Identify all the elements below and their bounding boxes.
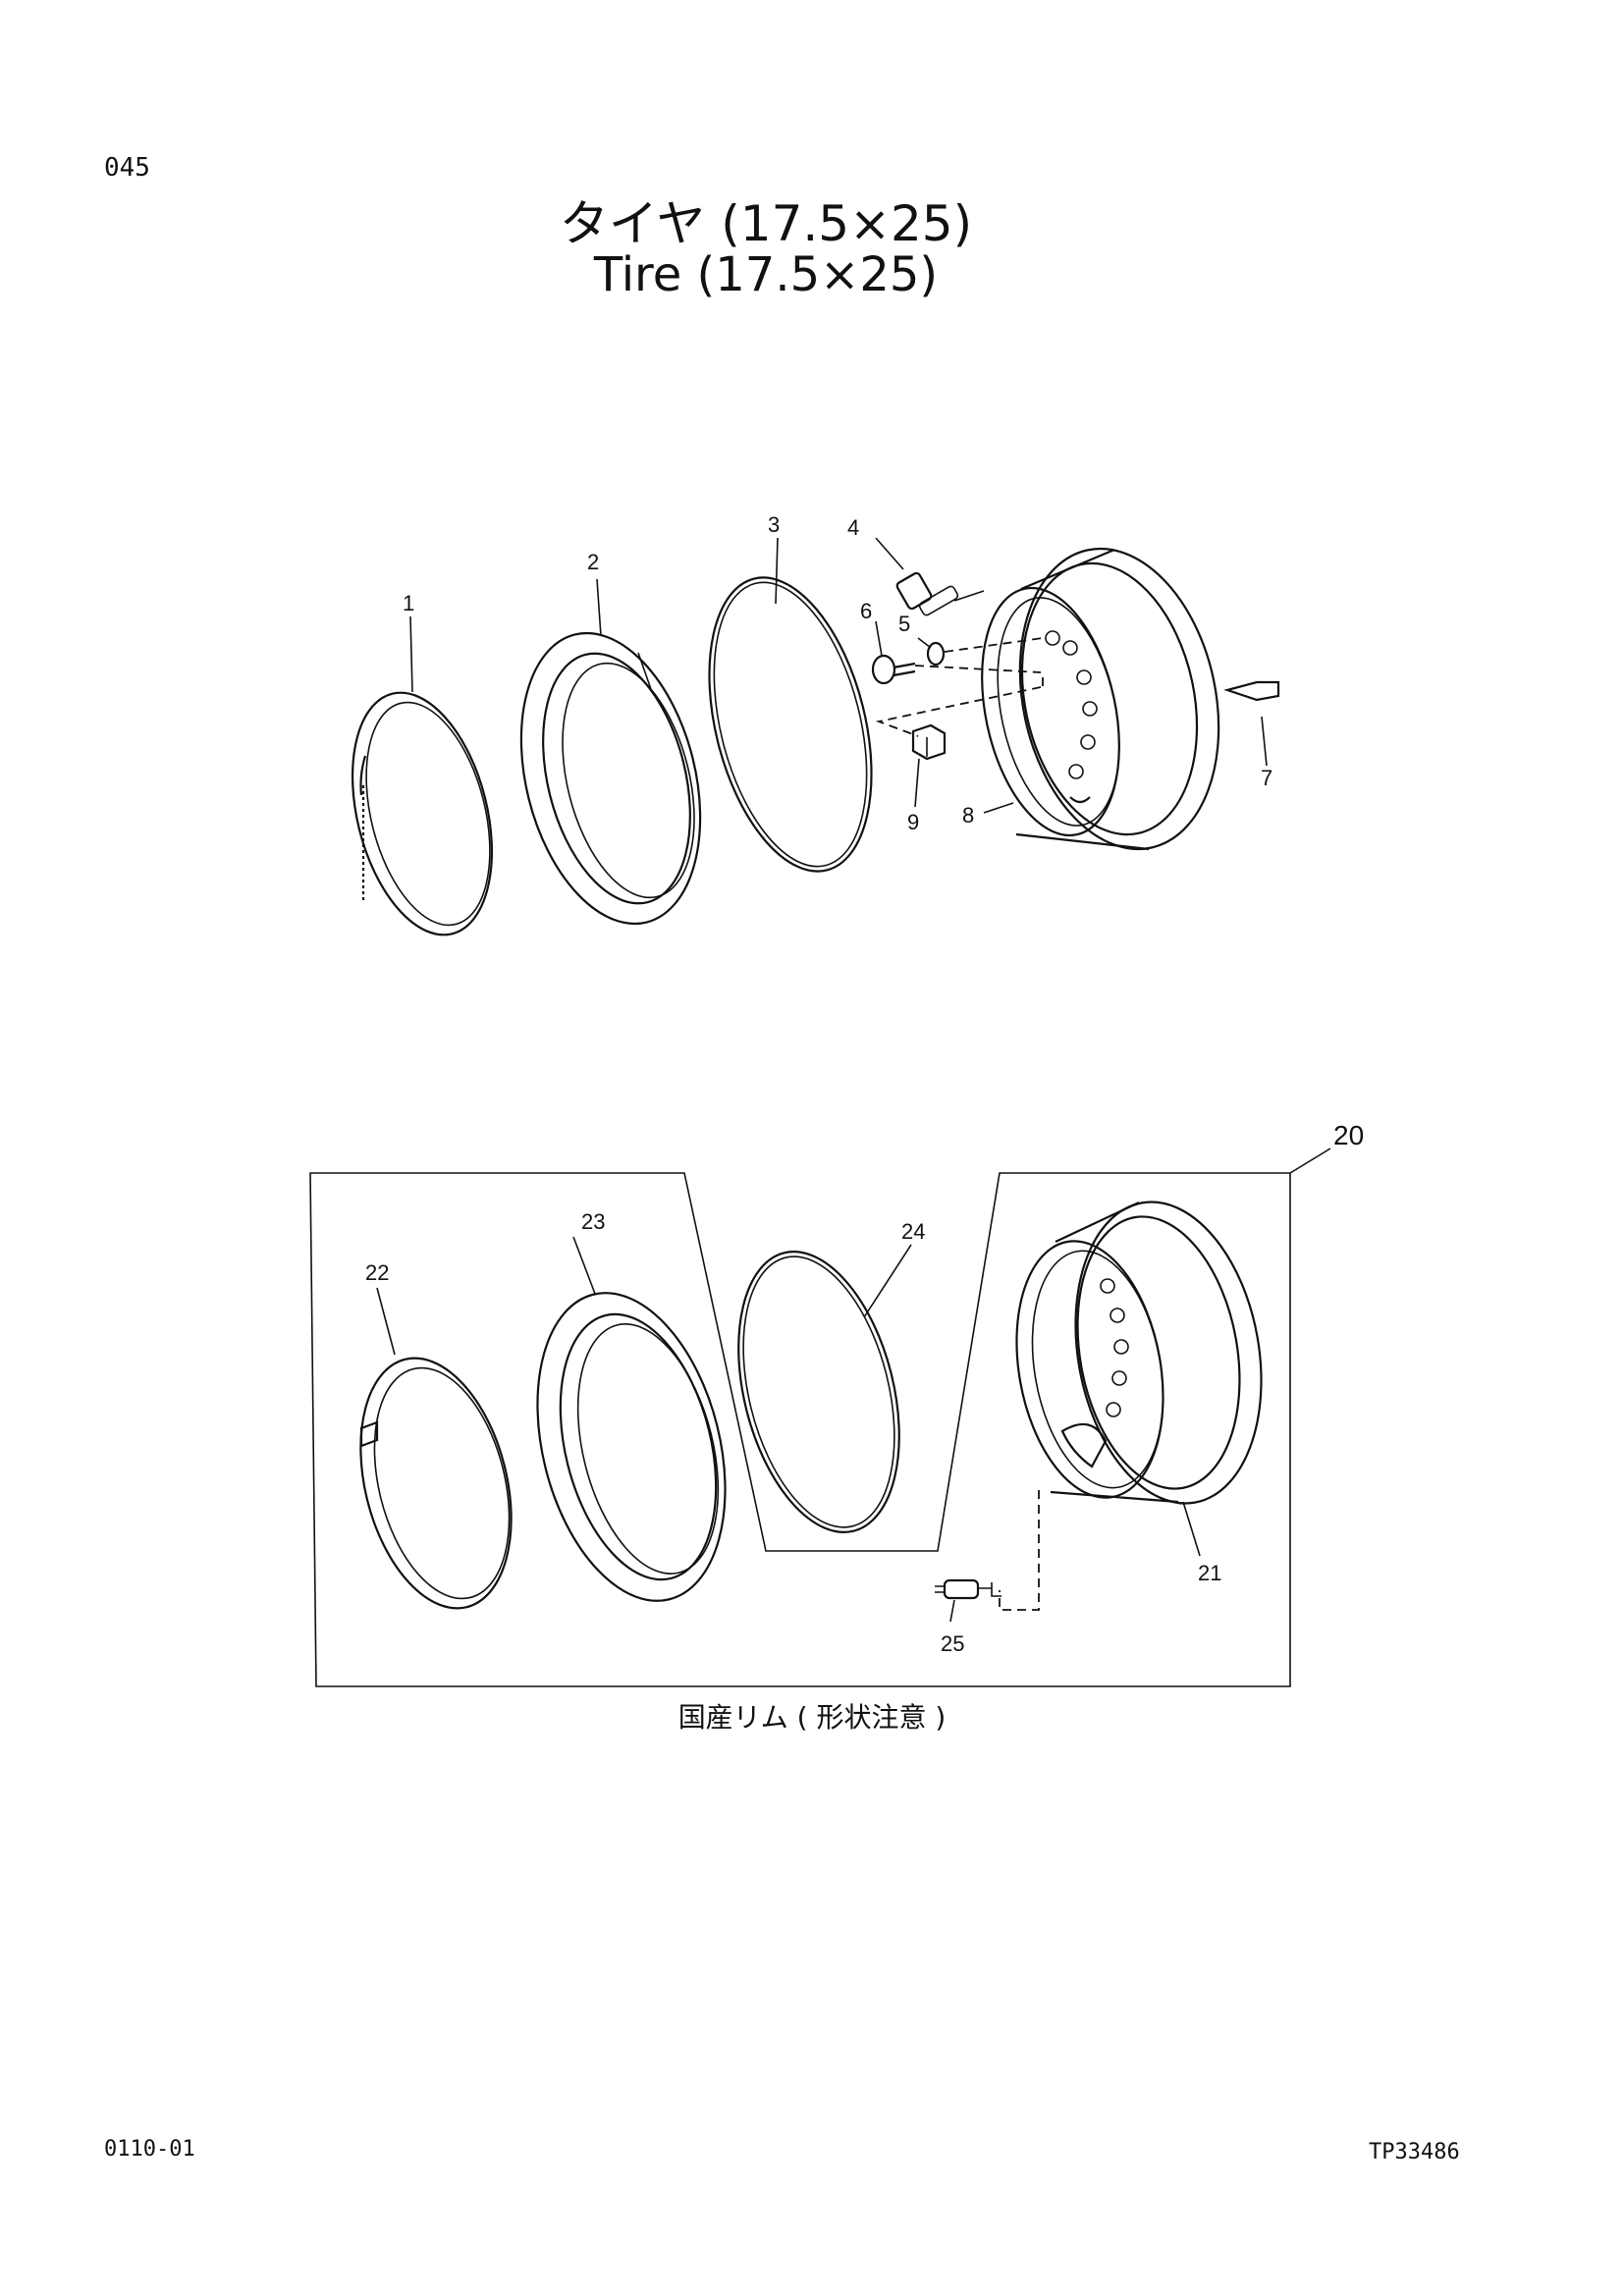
- leader-lines-top: [409, 537, 1268, 814]
- callout-21: 21: [1198, 1561, 1221, 1585]
- assembly-20-outline: [309, 1148, 1331, 1687]
- part-24-o-ring: [737, 1251, 900, 1533]
- callout-5: 5: [898, 612, 910, 636]
- footer-code-right: TP33486: [1369, 2140, 1460, 2164]
- callout-4: 4: [847, 515, 859, 540]
- part-22-lock-ring: [359, 1357, 513, 1610]
- rim-caption: 国産リム ( 形状注意 ): [677, 1701, 947, 1734]
- callout-24: 24: [901, 1219, 925, 1244]
- footer-code-left: 0110-01: [104, 2137, 195, 2162]
- callout-9: 9: [907, 810, 919, 834]
- part-8-wheel-rim: [981, 547, 1220, 851]
- page-title-japanese: タイヤ (17.5×25): [559, 195, 973, 252]
- part-9-nut: [911, 723, 947, 761]
- part-5-washer: [926, 641, 946, 667]
- page-number: 045: [104, 153, 150, 183]
- part-7-valve-cap: [1223, 680, 1280, 702]
- callout-25: 25: [941, 1631, 964, 1656]
- callout-22: 22: [365, 1260, 389, 1285]
- part-25-valve: [935, 1578, 1001, 1600]
- callout-6: 6: [860, 599, 872, 623]
- assembly-dashed-lines-bottom: [999, 1490, 1040, 1611]
- part-2-side-ring: [519, 631, 702, 926]
- callout-7: 7: [1261, 766, 1272, 790]
- callout-23: 23: [581, 1209, 605, 1234]
- callout-8: 8: [962, 803, 974, 828]
- callout-1: 1: [403, 591, 414, 615]
- leader-lines-bottom: [376, 1236, 1201, 1623]
- assembly-dashed-lines-top: [875, 637, 1044, 737]
- callout-2: 2: [587, 550, 599, 574]
- callout-20: 20: [1333, 1120, 1364, 1150]
- part-1-lock-ring: [351, 691, 494, 936]
- part-21-wheel-rim: [1015, 1201, 1263, 1505]
- part-23-side-ring: [536, 1292, 727, 1602]
- part-4-valve: [895, 571, 985, 616]
- callout-3: 3: [768, 512, 780, 537]
- part-3-o-ring: [708, 576, 873, 873]
- part-6-bolt: [871, 654, 916, 685]
- page-title-english: Tire (17.5×25): [593, 247, 939, 302]
